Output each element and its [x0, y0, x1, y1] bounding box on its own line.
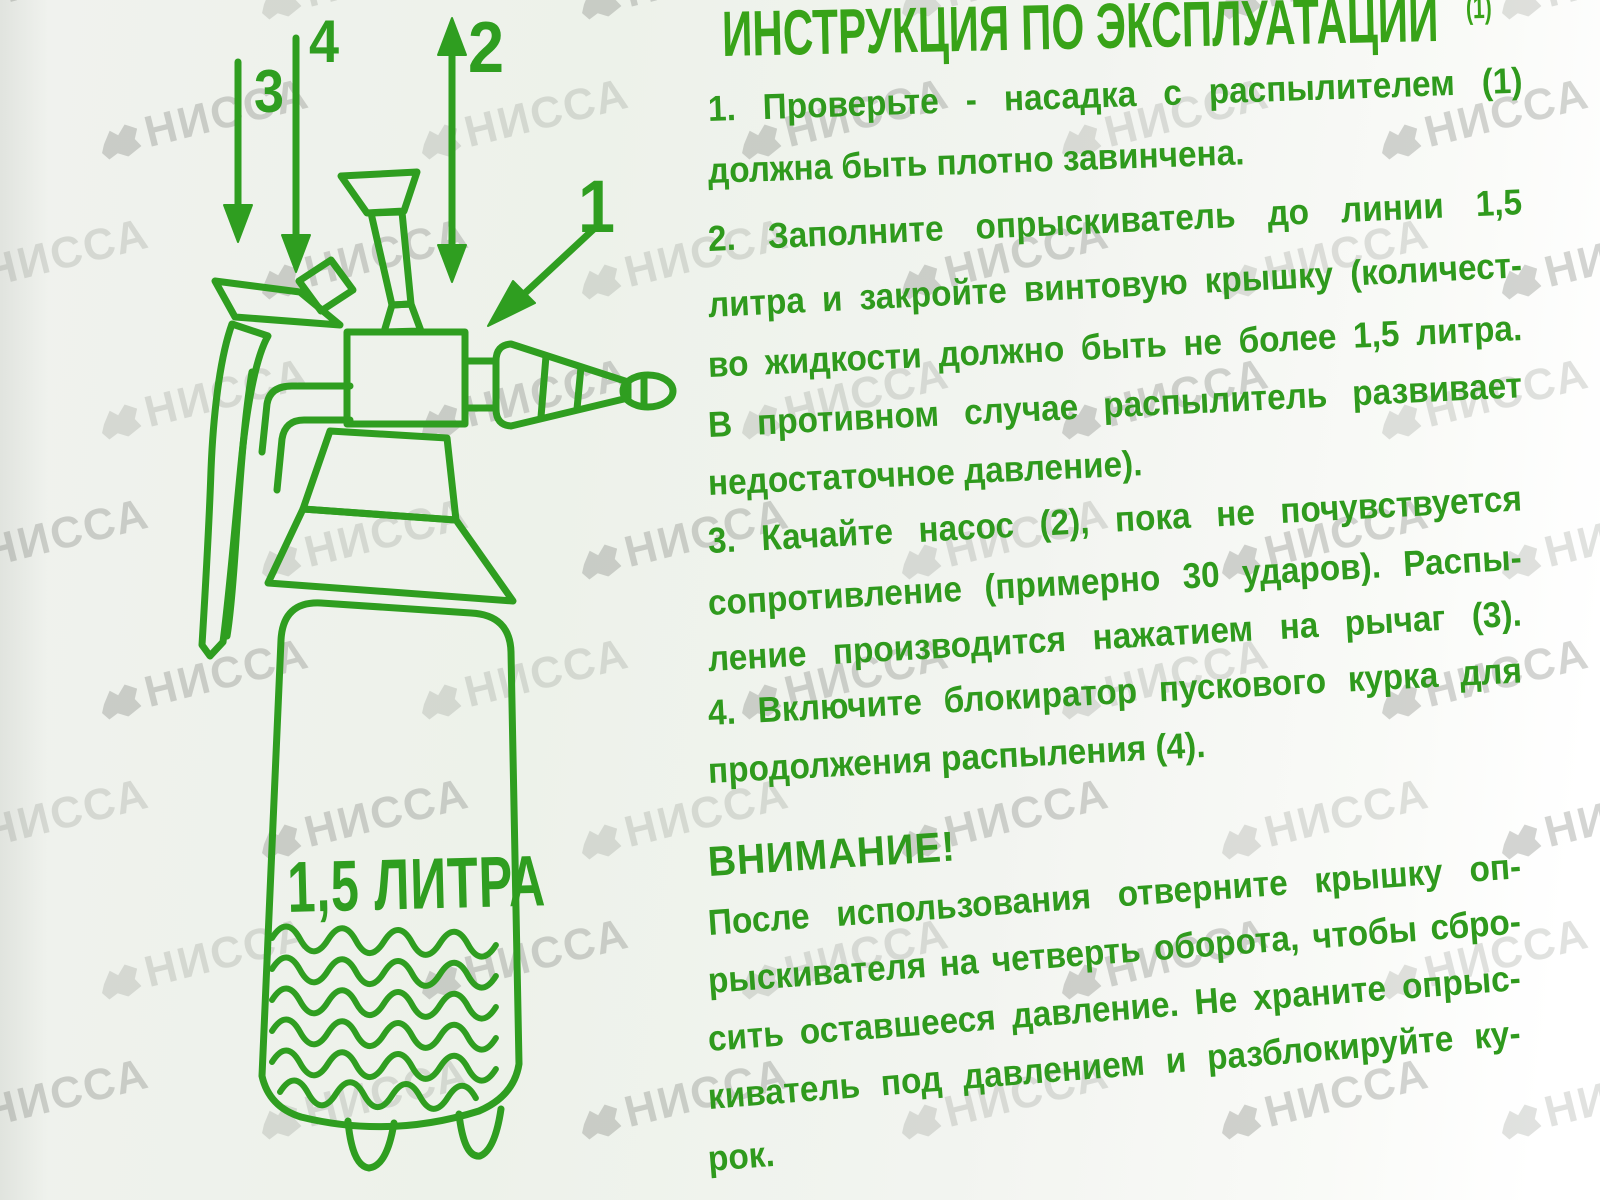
callout-number-3: 3	[254, 58, 284, 125]
nozzle-segment-line	[537, 352, 550, 421]
trigger-hinge	[295, 256, 357, 315]
instruction-step-line: 1. Проверьте - насадка с распылителем (1…	[707, 59, 1524, 129]
instruction-step-line: 2. Заполните опрыскиватель до линии 1,5	[707, 181, 1523, 259]
nozzle-cone	[492, 340, 632, 430]
callout-arrow-4	[281, 34, 311, 273]
callout-arrow-2	[437, 17, 467, 283]
trigger-lever	[211, 277, 344, 329]
instruction-step-line: должна быть плотно завинчена.	[707, 131, 1246, 191]
nozzle-tip	[619, 371, 677, 411]
trigger-rod-lower	[273, 416, 354, 494]
callout-number-1: 1	[578, 165, 615, 248]
bottle-body	[258, 599, 523, 1131]
callout-arrow-3	[223, 58, 253, 243]
nozzle-segment-line	[573, 363, 585, 413]
water-waves	[269, 923, 499, 1112]
trigger-rod-upper	[258, 382, 354, 456]
title-note: (1)	[1465, 0, 1493, 26]
page-title: ИНСТРУКЦИЯ ПО ЭКСПЛУАТАЦИИ (1)	[721, 0, 1493, 70]
callout-number-2: 2	[468, 7, 504, 88]
callout-arrow-1	[487, 222, 601, 327]
callout-number-4: 4	[309, 8, 339, 75]
title-text: ИНСТРУКЦИЯ ПО ЭКСПЛУАТАЦИИ	[721, 0, 1440, 70]
handle-inner-line	[223, 368, 256, 640]
volume-label: 1,5 ЛИТРА	[286, 842, 546, 929]
sprayer-diagram: 3 4 2 1 1,5 ЛИТРА	[198, 7, 677, 1172]
bottle-foot-right	[455, 1105, 505, 1160]
bottle-foot-left	[344, 1117, 398, 1172]
bottle-collar	[264, 505, 517, 605]
